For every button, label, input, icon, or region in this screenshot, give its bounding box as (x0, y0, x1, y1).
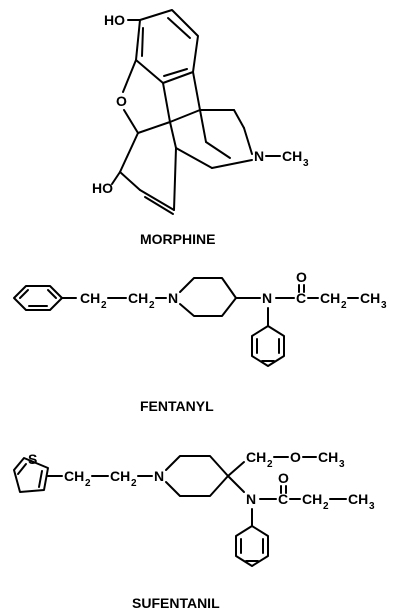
fentanyl-structure: CH 2 CH 2 N N C O CH 2 CH 3 FENTANYL (13, 269, 387, 414)
fentanyl-name: FENTANYL (140, 398, 214, 414)
sufentanil-amide-n: N (246, 491, 256, 507)
fentanyl-ch2-b: CH (128, 290, 148, 306)
sufentanil-methoxy-ch3-subscript: 3 (339, 459, 345, 470)
sufentanil-carbonyl-o: O (278, 470, 289, 486)
fentanyl-carbonyl-c: C (296, 290, 306, 306)
fentanyl-ch2-b-subscript: 2 (149, 300, 155, 311)
sufentanil-ch2-b-subscript: 2 (131, 478, 137, 489)
fentanyl-amide-n: N (262, 290, 272, 306)
morphine-name: MORPHINE (140, 231, 215, 247)
sufentanil-structure: S CH 2 CH 2 N CH 2 O CH 3 N C O CH 2 CH … (13, 449, 375, 611)
morphine-methyl-subscript: 3 (303, 158, 309, 169)
fentanyl-carbonyl-o: O (296, 269, 307, 285)
fentanyl-piperidine-n: N (168, 290, 178, 306)
sufentanil-n-phenyl-ring (235, 525, 269, 567)
sufentanil-ch2-c-subscript: 2 (323, 501, 329, 512)
sufentanil-ch3-subscript: 3 (369, 501, 375, 512)
sufentanil-methoxy-ch3: CH (318, 449, 338, 465)
sufentanil-methoxy-ch2: CH (246, 449, 266, 465)
sufentanil-carbonyl-c: C (278, 491, 288, 507)
morphine-ether-oxygen: O (116, 93, 127, 109)
sufentanil-ch2-a-subscript: 2 (85, 478, 91, 489)
sufentanil-thiophene-s: S (28, 451, 37, 467)
fentanyl-ch3-subscript: 3 (381, 300, 387, 311)
sufentanil-thiophene-ring (13, 457, 49, 493)
fentanyl-ch2-a-subscript: 2 (101, 300, 107, 311)
fentanyl-ch2-c-subscript: 2 (341, 300, 347, 311)
sufentanil-piperidine-ring (165, 455, 229, 497)
morphine-hydroxyl-bottom: HO (92, 180, 113, 196)
sufentanil-ch2-c: CH (302, 491, 322, 507)
morphine-hydroxyl-top: HO (104, 12, 125, 28)
sufentanil-methoxy-o: O (290, 449, 301, 465)
morphine-amine-n: N (254, 148, 264, 164)
sufentanil-piperidine-n: N (154, 468, 164, 484)
fentanyl-ch2-a: CH (80, 290, 100, 306)
morphine-aromatic-ring (135, 9, 199, 84)
fentanyl-ch3: CH (360, 290, 380, 306)
sufentanil-ch3: CH (348, 491, 368, 507)
sufentanil-ch2-a: CH (64, 468, 84, 484)
sufentanil-name: SUFENTANIL (132, 595, 220, 611)
morphine-methyl: CH (282, 148, 302, 164)
fentanyl-n-phenyl-ring (251, 325, 285, 367)
sufentanil-ch2-b: CH (110, 468, 130, 484)
sufentanil-methoxy-ch2-subscript: 2 (267, 459, 273, 470)
fentanyl-ch2-c: CH (320, 290, 340, 306)
fentanyl-piperidine-ring (179, 277, 237, 317)
morphine-structure: HO O HO N CH 3 MORPHINE (92, 9, 309, 247)
